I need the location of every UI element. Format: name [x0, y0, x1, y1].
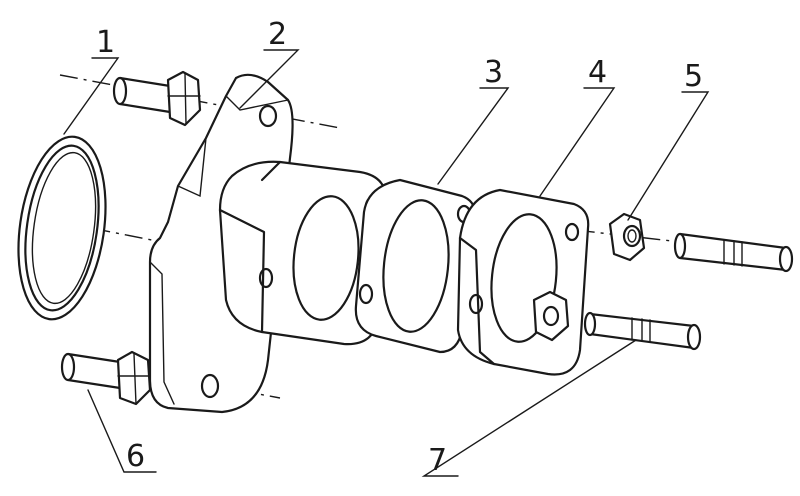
leader-6 [87, 389, 157, 473]
callout-numbers: 1 2 3 4 5 6 7 [96, 17, 703, 478]
leader-5 [627, 91, 710, 221]
leader-2 [239, 49, 300, 109]
callout-4: 4 [588, 55, 607, 90]
leader-1 [63, 57, 120, 135]
part-1-sealing-ring [17, 135, 107, 321]
callout-5: 5 [684, 59, 703, 94]
stud-bolt-upper [673, 232, 794, 273]
callout-6: 6 [126, 439, 145, 474]
part-4-adapter-flange [456, 188, 590, 376]
callout-7: 7 [428, 443, 447, 478]
leader-3 [437, 87, 510, 185]
part-7-stud-bolt [583, 311, 702, 351]
callout-2: 2 [268, 17, 287, 52]
callout-1: 1 [96, 25, 115, 60]
part-6-hex-bolt-upper [112, 70, 202, 127]
leader-lines [63, 49, 710, 477]
leader-7 [421, 339, 637, 477]
callout-3: 3 [484, 55, 503, 90]
part-3-gasket [354, 178, 476, 354]
part-5-hex-nut [608, 212, 646, 262]
part-6-hex-bolt-lower [60, 350, 152, 406]
leader-4 [539, 87, 616, 197]
part-2-flange-boss [218, 160, 388, 346]
